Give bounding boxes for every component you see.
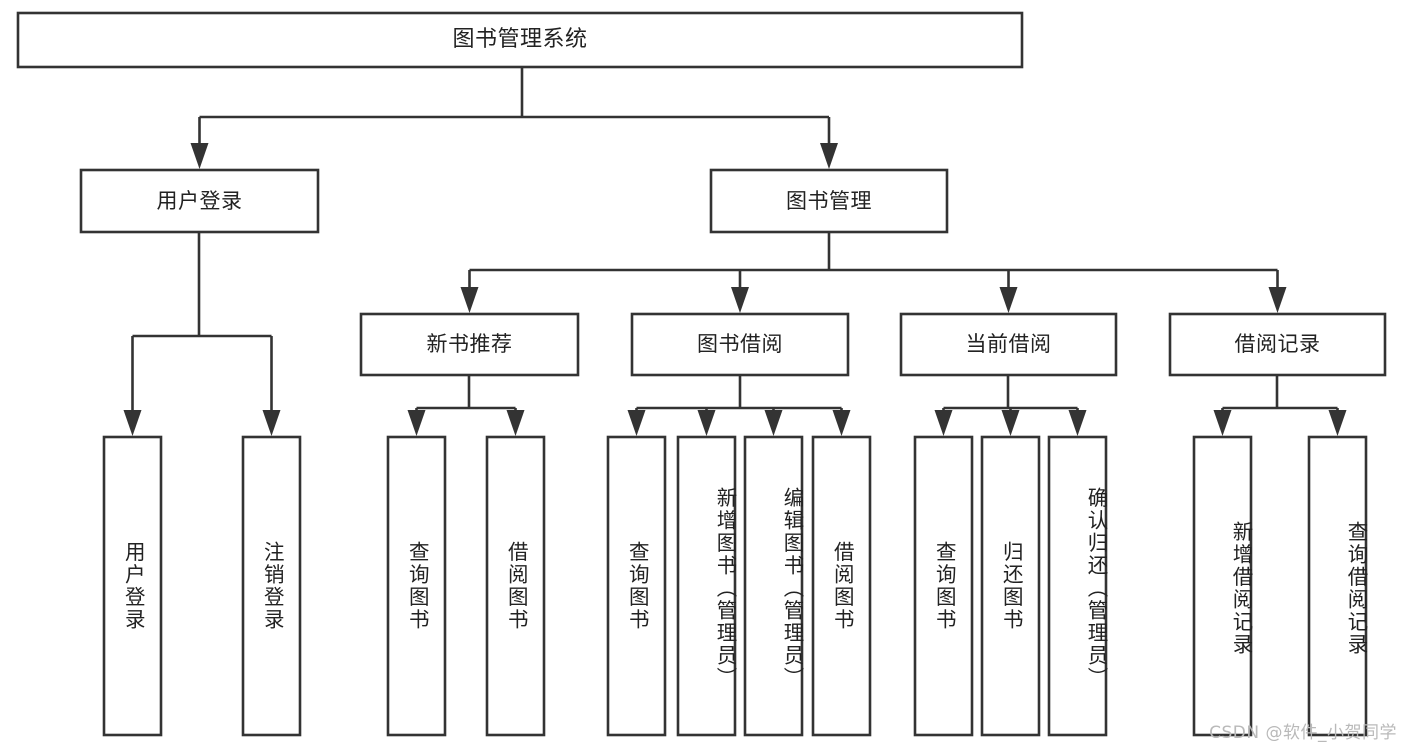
arrow-head-icon <box>820 143 838 169</box>
arrow-head-icon <box>934 410 953 436</box>
arrow-head-icon <box>627 410 646 436</box>
node-box-new-book-rec[interactable] <box>359 312 580 377</box>
node-box-leaf-add-record[interactable] <box>1192 435 1253 737</box>
node-box-book-borrow[interactable] <box>630 312 850 377</box>
node-box-leaf-query-book-2[interactable] <box>606 435 667 737</box>
arrow-head-icon <box>123 410 142 436</box>
node-boxes-layer <box>16 11 1387 737</box>
arrow-head-icon <box>190 143 209 169</box>
connector-group-current-borrow <box>934 375 1087 436</box>
arrow-head-icon <box>999 287 1018 313</box>
arrow-head-icon <box>1328 410 1347 436</box>
node-box-leaf-confirm-return[interactable] <box>1047 435 1108 737</box>
node-box-book-manage[interactable] <box>709 168 949 234</box>
node-box-leaf-user-logout[interactable] <box>241 435 302 737</box>
connectors-layer <box>123 67 1347 436</box>
node-box-leaf-query-book-1[interactable] <box>386 435 447 737</box>
connector-group-root <box>190 67 838 169</box>
node-box-leaf-edit-book[interactable] <box>743 435 804 737</box>
arrow-head-icon <box>1213 410 1232 436</box>
node-box-leaf-query-book-3[interactable] <box>913 435 974 737</box>
connector-group-book-borrow <box>627 375 851 436</box>
connector-group-user-login <box>123 232 281 436</box>
node-box-leaf-user-login[interactable] <box>102 435 163 737</box>
node-box-leaf-borrow-book-2[interactable] <box>811 435 872 737</box>
arrow-head-icon <box>262 410 281 436</box>
node-box-leaf-add-book[interactable] <box>676 435 737 737</box>
connector-group-new-book-rec <box>407 375 525 436</box>
node-box-leaf-borrow-book-1[interactable] <box>485 435 546 737</box>
arrow-head-icon <box>506 410 525 436</box>
arrow-head-icon <box>1268 287 1287 313</box>
arrow-head-icon <box>731 287 749 313</box>
arrow-head-icon <box>407 410 426 436</box>
watermark-text: CSDN @软件_小贺同学 <box>1209 723 1397 743</box>
arrow-head-icon <box>1068 410 1087 436</box>
node-box-borrow-record[interactable] <box>1168 312 1387 377</box>
arrow-head-icon <box>1001 410 1020 436</box>
arrow-head-icon <box>460 287 479 313</box>
node-box-root[interactable] <box>16 11 1024 69</box>
connector-group-borrow-record <box>1213 375 1347 436</box>
arrow-head-icon <box>764 410 783 436</box>
node-box-user-login[interactable] <box>79 168 320 234</box>
node-box-leaf-query-record[interactable] <box>1307 435 1368 737</box>
node-box-current-borrow[interactable] <box>899 312 1118 377</box>
connector-group-book-manage <box>460 232 1287 313</box>
arrow-head-icon <box>832 410 851 436</box>
node-box-leaf-return-book[interactable] <box>980 435 1041 737</box>
arrow-head-icon <box>697 410 716 436</box>
